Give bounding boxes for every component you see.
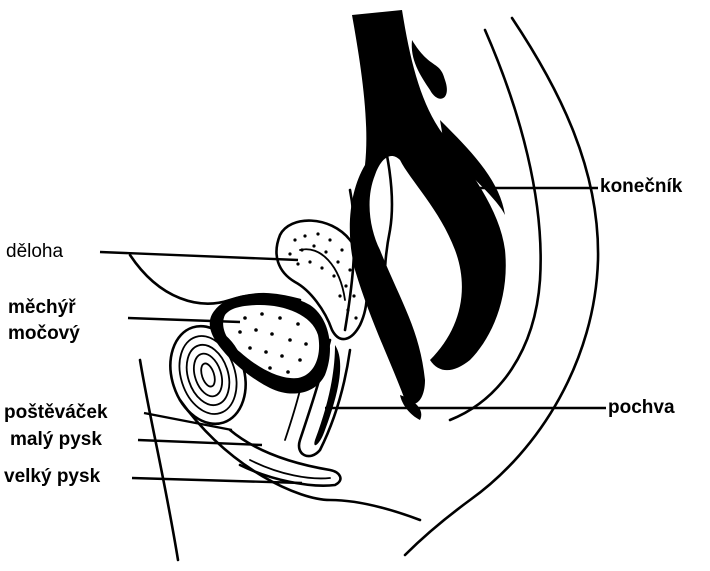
urethra xyxy=(285,390,300,440)
pubic-bone xyxy=(158,316,257,433)
vagina-outline xyxy=(299,340,350,456)
bladder-wall xyxy=(210,294,330,394)
label-mechyr-line2: močový xyxy=(8,324,80,344)
perineum-contour xyxy=(180,400,420,520)
label-konecnik: konečník xyxy=(600,177,682,197)
front-body-contour xyxy=(140,360,178,560)
label-velky-pysk: velký pysk xyxy=(4,467,100,487)
label-postevacek: poštěváček xyxy=(4,403,108,423)
label-pochva: pochva xyxy=(608,398,675,418)
label-maly-pysk: malý pysk xyxy=(10,430,102,450)
uterine-cavity xyxy=(300,249,345,300)
label-deloha: děloha xyxy=(6,242,63,262)
label-mechyr-line1: měchýř xyxy=(8,298,76,318)
leader-postevacek xyxy=(144,413,232,430)
